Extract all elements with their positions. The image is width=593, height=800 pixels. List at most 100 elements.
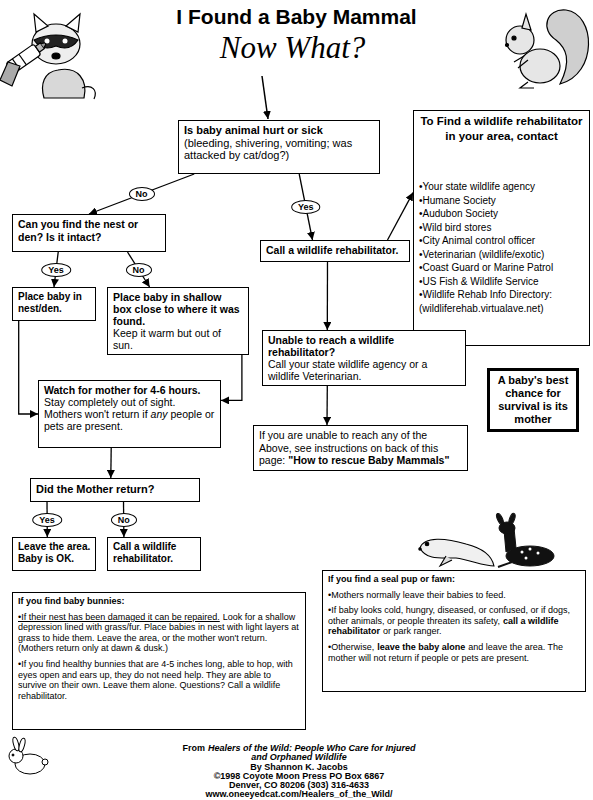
flow-arrow [388,193,414,240]
text-line: •Humane Society [419,194,584,208]
text-line: •Coast Guard or Marine Patrol [419,261,584,275]
box-text: •Mothers normally leave their babies to … [328,590,506,600]
box-text: (bleeding, shivering, vomiting; was atta… [184,137,352,162]
box-text: Did the Mother return? [36,483,155,495]
box-text: Call a wildlife rehabilitator. [113,541,176,564]
text-line: Place baby in shallow box close to where… [113,291,243,327]
box-text: •Otherwise, [328,642,374,652]
text-line: If you find a seal pup or fawn: [328,574,580,585]
credit-text: Healers of the Wild: People Who Care for… [208,743,415,762]
flow-arrow [327,262,329,330]
box-text: A baby's best chance for survival is its… [498,374,569,425]
box-text: Watch for mother for 4-6 hours. [44,384,201,396]
fawn-illustration [495,513,554,567]
text-line: •If you find healthy bunnies that are 4-… [18,659,300,701]
text-line: •If their nest has been damaged it can b… [18,612,300,654]
box-text: •If their nest has been damaged it can b… [18,612,220,622]
flow-arrow [221,355,242,400]
squirrel-body [520,49,560,83]
box-text: leave the baby alone [377,642,465,652]
text-line: Watch for mother for 4-6 hours. [44,384,215,396]
text-line: Call a wildlife rehabilitator. [113,541,195,565]
flow-arrow [89,174,194,214]
raccoon-illustration [0,14,95,99]
flow-arrow [110,448,112,478]
credit-line: Denver, CO 80206 (303) 316-4633 [180,781,418,790]
raccoon-nose [52,53,60,59]
note-box: If you find a seal pup or fawn: •Mothers … [322,570,586,692]
box-text: Call a wildlife rehabilitator. [266,244,398,256]
box-text: •City Animal control officer [419,235,535,246]
box-text: Keep it warm but out of sun. [113,327,221,351]
bunny-illustration [9,737,48,774]
squirrel-eye [512,36,516,40]
decision-box: Did the Mother return? [30,478,200,502]
box-text: Leave the area. [18,541,90,552]
process-box: Call a wildlife rehabilitator. [260,240,410,262]
credit-line: FromHealers of the Wild: People Who Care… [180,744,418,763]
text-line: •Otherwise,leave the baby aloneand leave… [328,642,580,663]
sleeve [0,62,20,86]
answer-oval: No [126,263,152,277]
bottle-nipple [41,41,47,47]
raccoon-tail [82,87,95,99]
box-text: Is baby animal hurt or sick [184,124,323,136]
bunny-tail [42,759,48,765]
process-box: Place baby in shallow box close to where… [107,287,249,355]
credit-line: ©1998 Coyote Moon Press PO Box 6867 [180,772,418,781]
seal-nose [419,548,421,550]
text-line: •Wild bird stores [419,221,584,235]
raccoon-ear [34,14,48,32]
squirrel-ear [522,14,531,30]
seal-flipper [440,556,452,566]
fawn-spot [529,548,532,551]
end-box: Call a wildlife rehabilitator. [107,537,201,571]
decision-box: Is baby animal hurt or sick(bleeding, sh… [178,120,380,174]
text-line: If you find baby bunnies: [18,596,300,607]
box-text: any [151,408,168,420]
box-text: Place baby in shallow box close to where… [113,291,240,327]
text-line: •If baby looks cold, hungry, diseased, o… [328,605,580,637]
box-text: Place baby in nest/den. [18,291,82,314]
process-box: Unable to reach a wildlife rehabilitator… [262,330,466,386]
flow-arrow [326,386,328,425]
bunny-ear [18,738,26,753]
process-box: Watch for mother for 4-6 hours.Stay comp… [38,380,221,448]
bottle-mark [19,54,26,65]
text-line: Unable to reach a wildlife rehabilitator… [268,334,460,358]
box-text: "How to rescue Baby Mammals" [288,454,449,466]
box-text: •If you find healthy bunnies that are 4-… [18,659,293,701]
text-line: Call a wildlife rehabilitator. [266,244,404,257]
fawn-spot [537,552,540,555]
text-line: Can you find the nest or den? Is it inta… [18,218,160,243]
fawn-ear [508,513,517,526]
box-text: •Humane Society [419,195,496,206]
contact-list-box: To Find a wildlife rehabilitator in your… [413,110,590,346]
box-text: Can you find the nest or den? Is it inta… [18,218,138,243]
seal-pup-illustration [419,539,494,566]
box-text: If you find a seal pup or fawn: [328,574,455,584]
box-text: •US Fish & Wildlife Service [419,276,539,287]
text-line: Did the Mother return? [36,482,194,496]
bunny-eye [12,754,14,756]
text-line: Place baby in nest/den. [18,291,90,315]
text-line: •Your state wildlife agency [419,180,584,194]
squirrel-nose [506,44,509,47]
credit-text: www.oneeyedcat.com/Healers_of_the_Wild/ [205,789,392,799]
raccoon-eye [63,39,68,44]
box-text: Call your state wildlife agency or a wil… [268,358,427,382]
box-text: •Wild bird stores [419,222,491,233]
box-text: If you find baby bunnies: [18,596,125,606]
text-line: (bleeding, shivering, vomiting; was atta… [184,137,374,162]
subtitle-text: Now What? [0,30,585,66]
text-line: Is baby animal hurt or sick [184,124,374,137]
text-line: Stay completely out of sight. Mothers wo… [44,396,215,432]
box-text: To Find a wildlife rehabilitator in your… [420,115,582,142]
process-box: Place baby in nest/den. [12,287,96,321]
process-box: If you are unable to reach any of the Ab… [253,425,468,471]
fawn-spot [525,557,528,560]
text-line: Leave the area. [18,541,90,553]
end-box: Leave the area.Baby is OK. [12,537,96,571]
text-line: •Wildlife Rehab Info Directory: (wildlif… [419,288,584,315]
